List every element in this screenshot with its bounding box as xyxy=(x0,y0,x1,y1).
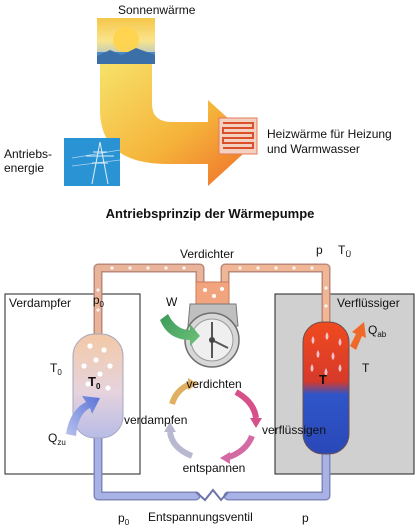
energy-flow-arrow xyxy=(100,64,255,186)
evaporator-vessel xyxy=(72,333,124,439)
drive-energy-image xyxy=(64,138,121,186)
heat-output-arrow xyxy=(350,322,366,350)
drive-energy-label-2: energie xyxy=(4,161,44,175)
p-bottom-label: p xyxy=(302,511,309,525)
heat-output-label-2: und Warmwasser xyxy=(267,142,360,156)
q-zu-label: Qzu xyxy=(48,431,66,447)
sun-landscape-image xyxy=(97,18,155,64)
vapor-dots xyxy=(96,266,328,312)
heat-output-label-1: Heizwärme für Heizung xyxy=(267,127,392,141)
heating-coil-icon xyxy=(218,117,258,155)
p-top-label: p xyxy=(316,243,323,257)
t-star-label: T xyxy=(319,372,327,387)
evaporator-title: Verdampfer xyxy=(9,296,71,310)
tu-label: TÜ xyxy=(338,243,351,259)
compressor-label: Verdichter xyxy=(180,247,234,261)
t0-label: T0 xyxy=(50,361,62,377)
q-ab-label: Qab xyxy=(368,323,387,339)
expansion-valve-icon xyxy=(195,488,229,502)
diagram-title: Antriebsprinzip der Wärmepumpe xyxy=(106,206,315,221)
compressor-icon xyxy=(184,281,240,368)
work-label: W xyxy=(166,295,178,309)
expansion-valve-label: Entspannungsventil xyxy=(148,510,253,524)
cycle-arrow-heads xyxy=(164,378,262,464)
step-compress: verdichten xyxy=(186,377,241,391)
sun-heat-label: Sonnenwärme xyxy=(118,3,196,17)
p0-top-label: p0 xyxy=(93,293,105,309)
condenser-vessel xyxy=(302,321,350,455)
step-evaporate: verdampfen xyxy=(124,413,187,427)
t0-star-label: T0 xyxy=(88,374,101,391)
t-label: T xyxy=(362,361,370,375)
work-input-arrow xyxy=(160,314,200,346)
p0-bottom-label: p0 xyxy=(118,511,130,527)
drive-energy-label-1: Antriebs- xyxy=(4,147,52,161)
step-liquefy: verflüssigen xyxy=(262,423,326,437)
condenser-title: Verflüssiger xyxy=(337,296,400,310)
heat-input-arrow xyxy=(66,396,100,436)
step-expand: entspannen xyxy=(183,461,246,475)
